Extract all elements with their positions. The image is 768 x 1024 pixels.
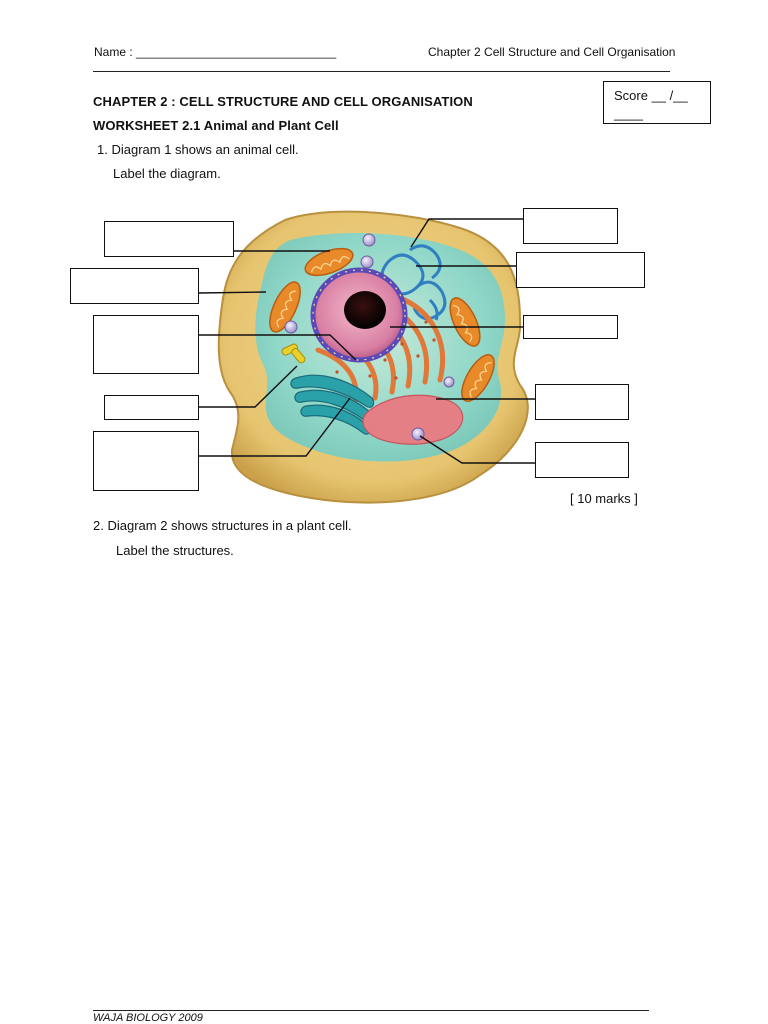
label-box-left-2[interactable] (70, 268, 199, 304)
worksheet-title: WORKSHEET 2.1 Animal and Plant Cell (93, 118, 339, 133)
question-2-text: 2. Diagram 2 shows structures in a plant… (93, 518, 352, 533)
lysosome-mass (362, 394, 464, 445)
question-1-instruction: Label the diagram. (113, 166, 221, 181)
golgi-apparatus (290, 374, 375, 435)
mitochondrion-right-lower (461, 354, 495, 402)
label-box-right-3[interactable] (523, 315, 618, 339)
name-field-label: Name : ______________________________ (94, 45, 337, 59)
chapter-title: CHAPTER 2 : CELL STRUCTURE AND CELL ORGA… (93, 94, 473, 109)
footer-divider (93, 1010, 649, 1011)
label-box-right-4[interactable] (535, 384, 629, 420)
label-box-left-3[interactable] (93, 315, 199, 374)
question-2-instruction: Label the structures. (116, 543, 234, 558)
score-line: Score __ /__ (614, 88, 688, 103)
label-box-right-1[interactable] (523, 208, 618, 244)
centriole (281, 343, 306, 364)
label-box-left-1[interactable] (104, 221, 234, 257)
header-divider (93, 71, 670, 72)
label-box-left-5[interactable] (93, 431, 199, 491)
leader-lines (197, 218, 535, 464)
question-1-marks: [ 10 marks ] (570, 491, 638, 506)
animal-cell-diagram (197, 210, 535, 504)
vesicles (284, 233, 455, 441)
label-box-right-5[interactable] (535, 442, 629, 478)
footer-text: WAJA BIOLOGY 2009 (93, 1012, 203, 1024)
score-box: Score __ /__ ____ (603, 81, 711, 124)
chapter-reference: Chapter 2 Cell Structure and Cell Organi… (428, 45, 676, 59)
nucleolus (344, 291, 386, 329)
label-box-left-4[interactable] (104, 395, 199, 420)
score-total-line: ____ (614, 106, 643, 121)
label-box-right-2[interactable] (516, 252, 645, 288)
mitochondrion-left (269, 281, 301, 333)
question-1-text: 1. Diagram 1 shows an animal cell. (97, 142, 299, 157)
